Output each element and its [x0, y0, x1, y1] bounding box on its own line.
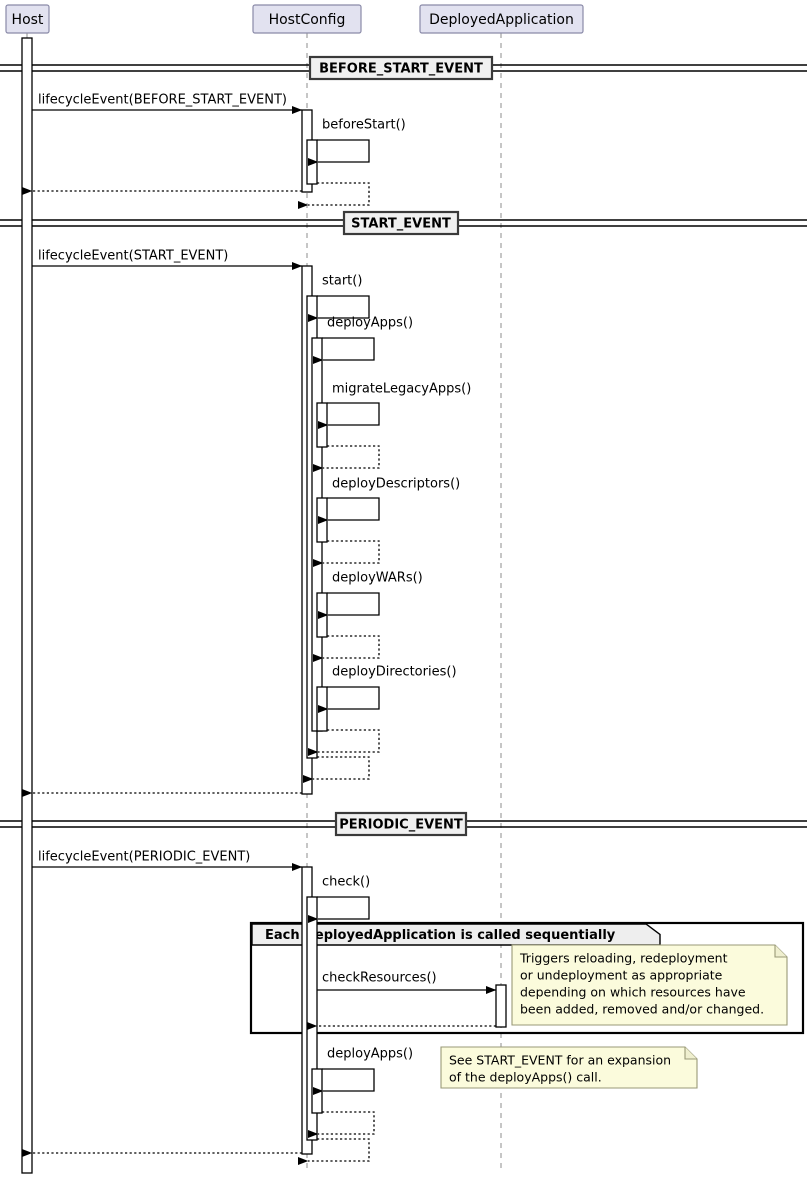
note-body-note-deploy-apps [440, 1046, 698, 1089]
self-message-m15 [307, 729, 380, 757]
group-tab [251, 923, 661, 946]
divider-box-start [342, 210, 460, 236]
message-label-m14: deployDirectories() [332, 665, 457, 680]
self-message-m9 [312, 445, 380, 473]
self-message-m12 [317, 592, 380, 620]
divider-boxes: BEFORE_START_EVENT START_EVENT PERIODIC_EV… [308, 55, 494, 837]
note-line: been added, removed and/or changed. [520, 1002, 764, 1017]
activation-bar-act-cfg-2c3 [316, 592, 328, 638]
message-label-m18: lifecycleEvent(PERIODIC_EVENT) [38, 850, 250, 865]
self-message-m24 [297, 1138, 370, 1166]
group-frame-each-deployed-app [249, 921, 805, 1035]
note-fold-corner [684, 1047, 697, 1060]
message-label-m2: beforeStart() [322, 118, 406, 133]
divider-label-before-start: BEFORE_START_EVENT [319, 62, 483, 77]
activation-bar-act-cfg-2c4 [316, 686, 328, 732]
notes: Triggers reloading, redeployment or undep… [440, 944, 788, 1089]
self-message-m13 [312, 635, 380, 663]
divider-label-periodic: PERIODIC_EVENT [339, 818, 463, 833]
note-line: depending on which resources have [520, 985, 746, 1000]
self-message-m23 [307, 1111, 375, 1139]
participant-label-deployed: DeployedApplication [429, 12, 574, 28]
participant-box-host[interactable] [5, 4, 50, 34]
message-label-m1: lifecycleEvent(BEFORE_START_EVENT) [38, 93, 287, 108]
note-line: See START_EVENT for an expansion [449, 1053, 671, 1068]
participant-box-config[interactable] [252, 4, 362, 34]
activation-bar-act-host-main [21, 37, 33, 1174]
divider-lines [0, 64, 807, 828]
self-message-m3 [297, 182, 370, 210]
participant-label-config: HostConfig [269, 12, 346, 28]
group-frames: Each DeployedApplication is called seque… [249, 921, 805, 1035]
self-message-m10 [317, 497, 380, 525]
self-message-m19 [307, 896, 370, 924]
activation-bars [21, 37, 507, 1174]
divider-box-periodic [334, 811, 468, 837]
message-label-m6: start() [322, 274, 362, 289]
self-message-m7 [312, 337, 375, 365]
self-message-m14 [317, 686, 380, 714]
message-label-m19: check() [322, 875, 370, 890]
self-message-m11 [312, 540, 380, 568]
note-fold-corner [774, 945, 787, 958]
divider-box-before-start [308, 55, 494, 81]
message-label-m10: deployDescriptors() [332, 477, 460, 492]
message-label-m8: migrateLegacyApps() [332, 382, 471, 397]
self-message-m6 [307, 295, 370, 323]
self-message-m16 [302, 756, 370, 784]
self-message-m8 [317, 402, 380, 430]
message-label-m22: deployApps() [327, 1047, 413, 1062]
note-line: of the deployApps() call. [449, 1070, 602, 1085]
participant-label-host: Host [12, 12, 44, 28]
participant-box-deployed[interactable] [419, 4, 584, 34]
activation-bar-act-cfg-3a [306, 896, 318, 1141]
activation-bar-act-cfg-1a [306, 139, 318, 185]
messages: lifecycleEvent(BEFORE_START_EVENT)before… [21, 93, 497, 1166]
participant-boxes: Host HostConfig DeployedApplication [5, 4, 584, 34]
self-message-m22 [312, 1068, 375, 1096]
activation-bar-act-cfg-3b [311, 1068, 323, 1114]
activation-bar-act-deployed-1 [495, 984, 507, 1028]
group-title-label: Each DeployedApplication is called seque… [265, 928, 616, 943]
message-label-m20: checkResources() [322, 971, 437, 986]
message-label-m12: deployWARs() [332, 571, 423, 586]
note-line: Triggers reloading, redeployment [519, 951, 728, 966]
message-label-m5: lifecycleEvent(START_EVENT) [38, 249, 228, 264]
divider-label-start: START_EVENT [351, 217, 451, 232]
activation-bar-act-cfg-2c2 [316, 497, 328, 543]
note-line: or undeployment as appropriate [520, 968, 723, 983]
self-message-m2 [307, 139, 370, 167]
lifeline-dashes [26, 33, 502, 1172]
note-body-note-check-resources [511, 944, 788, 1026]
activation-bar-act-cfg-2c1 [316, 402, 328, 448]
message-label-m7: deployApps() [327, 316, 413, 331]
